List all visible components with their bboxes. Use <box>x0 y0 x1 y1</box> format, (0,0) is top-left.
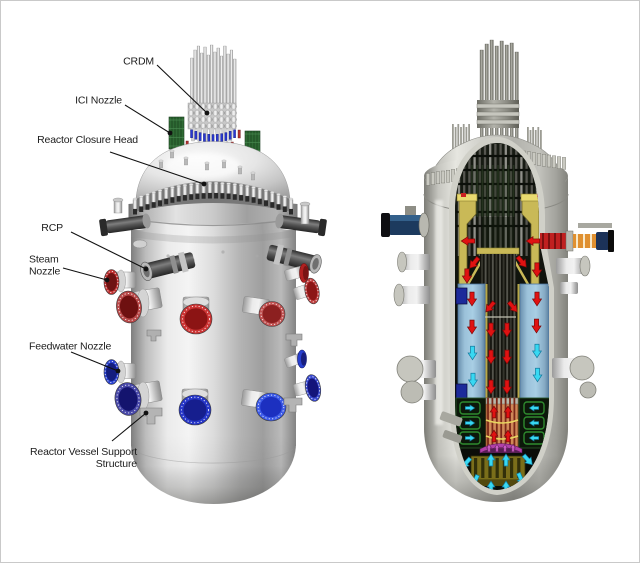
svg-text:Steam: Steam <box>29 254 59 266</box>
svg-text:Feedwater Nozzle: Feedwater Nozzle <box>29 341 112 353</box>
svg-text:Nozzle: Nozzle <box>29 266 61 278</box>
svg-text:Reactor Closure Head: Reactor Closure Head <box>37 134 138 146</box>
svg-text:Structure: Structure <box>96 458 138 470</box>
svg-text:Reactor Vessel Support: Reactor Vessel Support <box>30 446 137 458</box>
svg-text:RCP: RCP <box>41 222 63 234</box>
svg-text:CRDM: CRDM <box>123 56 154 68</box>
svg-text:ICI Nozzle: ICI Nozzle <box>75 95 122 107</box>
